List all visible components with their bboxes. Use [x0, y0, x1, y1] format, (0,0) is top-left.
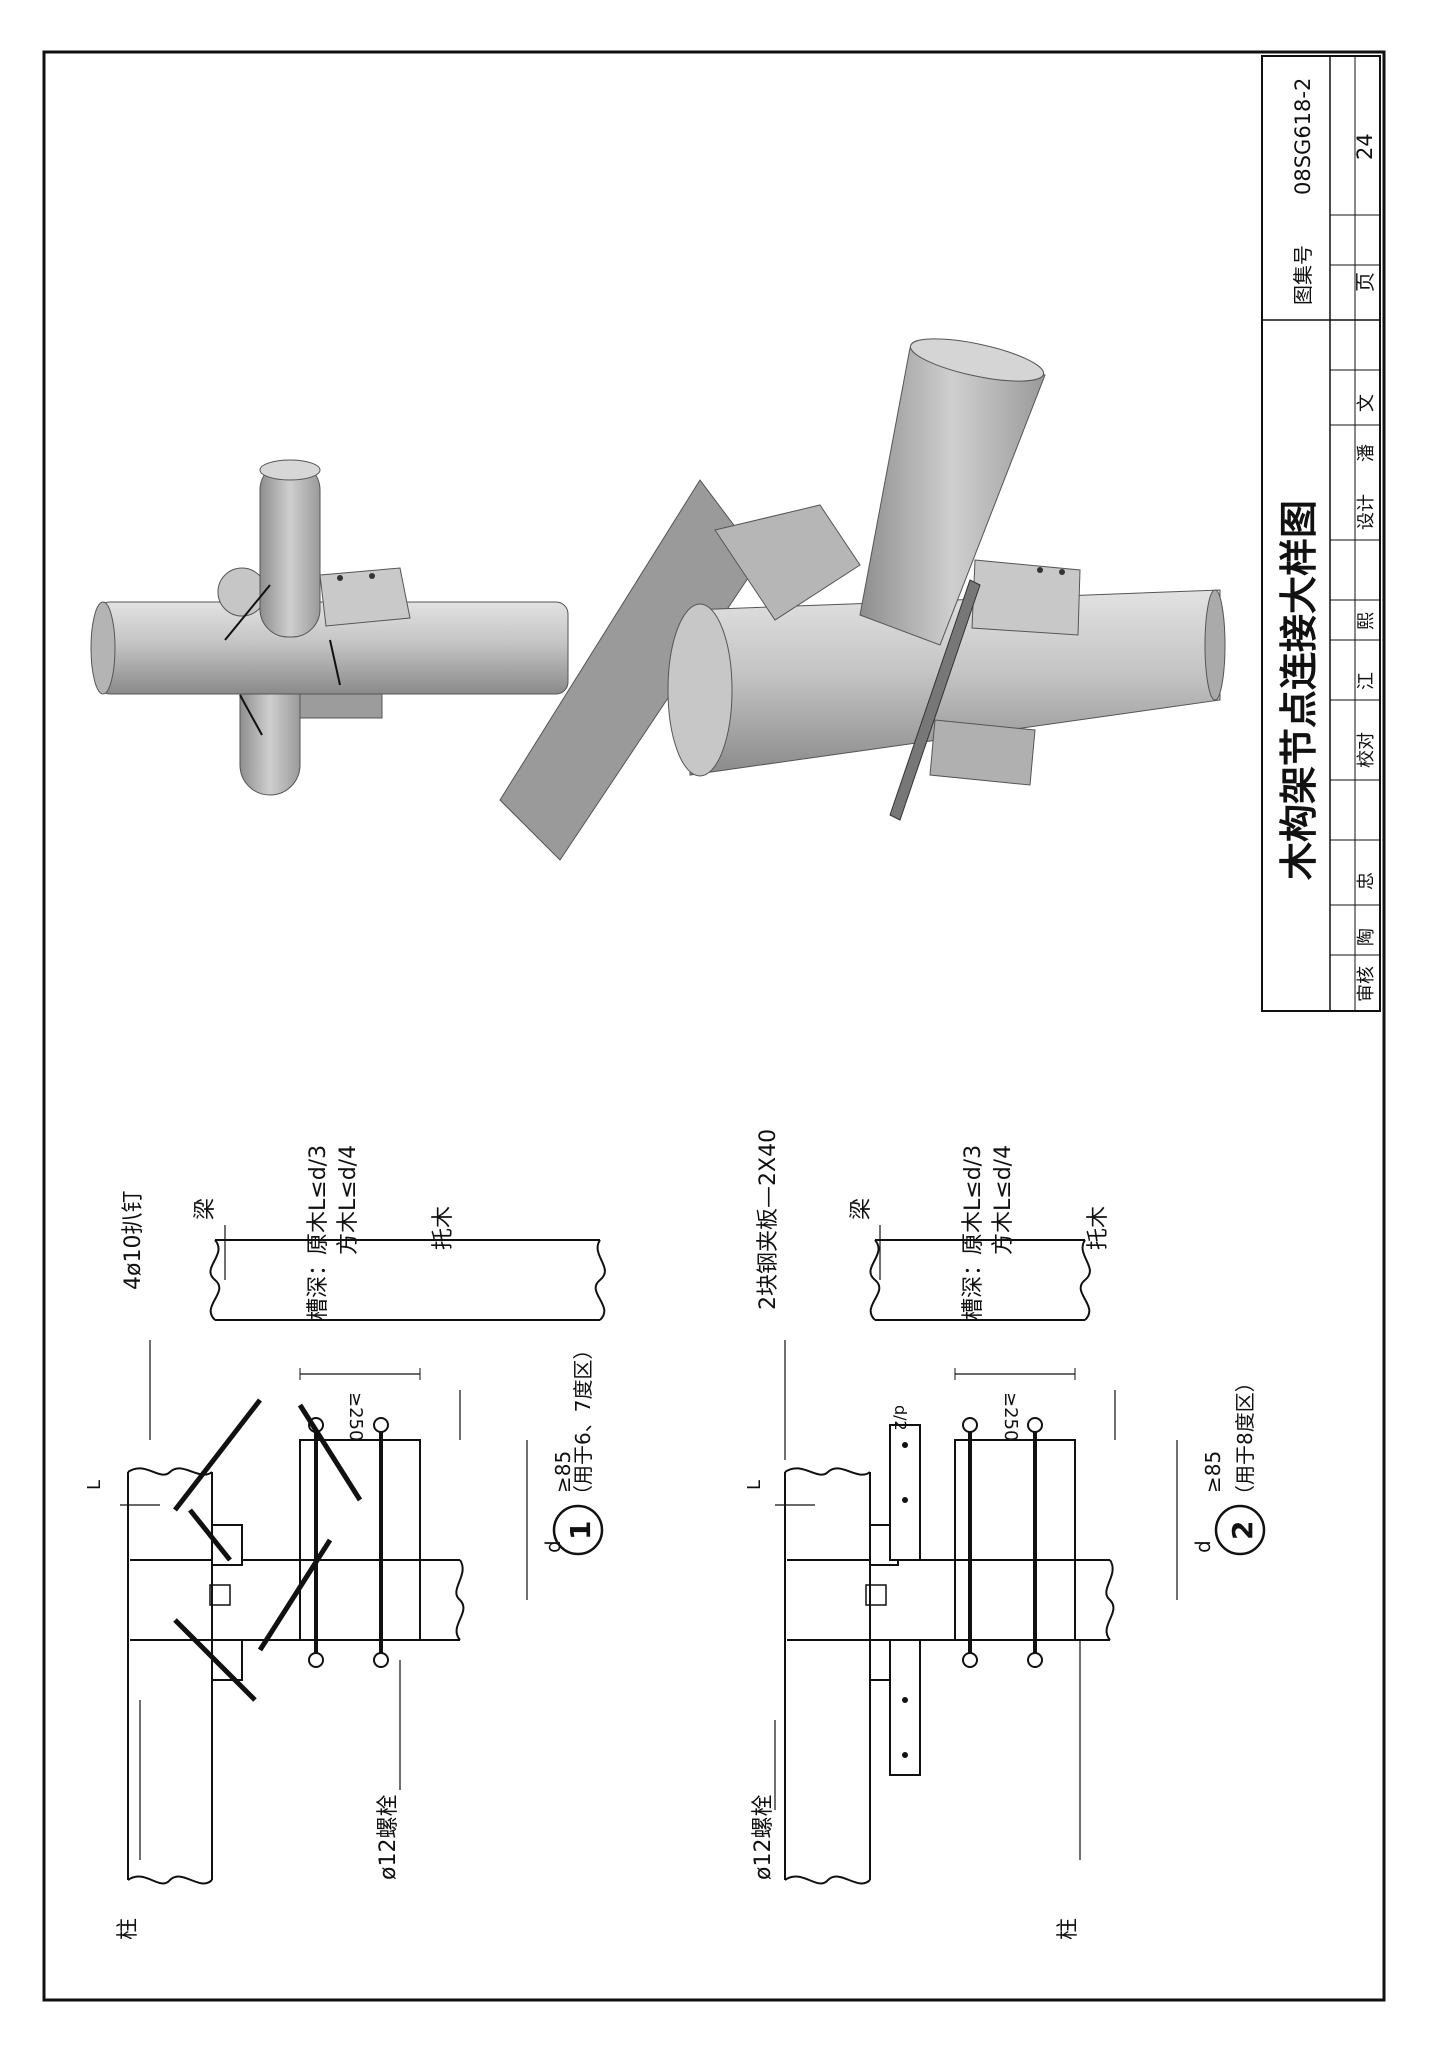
atlas-label: 图集号	[1291, 245, 1315, 305]
d1-label-bracket: 托木	[431, 1206, 456, 1250]
design-name-2: 文	[1356, 394, 1377, 412]
d1-groove-square: 方木L≤d/4	[336, 1145, 361, 1255]
d1-bracket	[299, 1439, 421, 1641]
d2-dim-l: L	[744, 1480, 765, 1490]
d1-column	[127, 1472, 213, 1880]
iso-small-nail-1	[224, 584, 271, 641]
d1-number-circle	[552, 1504, 604, 1556]
iso-view-small	[90, 459, 569, 796]
iso-large-beam-stub	[714, 504, 861, 621]
d1-label-beam: 梁	[193, 1198, 218, 1220]
iso-view-large	[499, 338, 1226, 861]
d2-dim-85: ≥85	[1201, 1451, 1225, 1493]
title-block: 木构架节点连接大样图 图集号 08SG618-2 页 24 审核 陶 忠 校对 …	[1261, 55, 1381, 1012]
detail-1: ≥250 ≥85 d L 4ø10扒钉 梁 槽深： 原木L≤d/3 方木L≤d/…	[84, 1145, 606, 1940]
review-name: 陶	[1356, 928, 1377, 946]
d1-dim-85: ≥85	[551, 1451, 575, 1493]
d2-label-column: 柱	[1056, 1918, 1081, 1940]
d2-bracket	[954, 1439, 1076, 1641]
d2-column	[784, 1472, 871, 1880]
d2-number-circle	[1214, 1504, 1266, 1556]
d1-staple-1	[173, 1398, 262, 1512]
d2-groove-round: 原木L≤d/3	[961, 1145, 986, 1255]
d2-dim-d2: d/2	[891, 1405, 910, 1431]
d2-label-bracket: 托木	[1086, 1206, 1111, 1250]
d1-dim-l: L	[84, 1480, 105, 1490]
d1-number: 1	[564, 1521, 597, 1540]
d1-staple-2	[297, 1403, 363, 1502]
check-name: 江	[1356, 672, 1377, 690]
d2-label-plates: 2块钢夹板—2X40	[756, 1129, 781, 1310]
check-label: 校对	[1356, 732, 1377, 768]
d2-groove-title: 槽深：	[961, 1254, 986, 1320]
d2-beam	[875, 1239, 1085, 1321]
d1-label-bolts: ø12螺栓	[376, 1795, 401, 1880]
d2-label-bolts: ø12螺栓	[751, 1795, 776, 1880]
d1-label-nails: 4ø10扒钉	[121, 1191, 146, 1290]
iso-large-steel-plate	[889, 579, 981, 821]
d1-groove-title: 槽深：	[306, 1254, 331, 1320]
d1-groove-round: 原木L≤d/3	[306, 1145, 331, 1255]
review-label: 审核	[1356, 966, 1377, 1002]
page-number: 24	[1353, 133, 1377, 160]
d1-note: （用于6、7度区）	[571, 1340, 595, 1505]
d2-number: 2	[1226, 1521, 1259, 1540]
d2-label-beam: 梁	[849, 1198, 874, 1220]
d1-label-column: 柱	[116, 1918, 141, 1940]
detail-2: ≥250 ≥85 d L d/2 2块钢夹板—2X40 梁 槽深： 原木L≤d/…	[744, 1129, 1266, 1940]
design-name: 潘	[1356, 444, 1377, 462]
d2-dim-250: ≥250	[1000, 1392, 1021, 1441]
review-sign: 忠	[1356, 872, 1377, 890]
check-name-2: 熙	[1356, 612, 1377, 630]
d2-note: （用于8度区）	[1233, 1372, 1257, 1505]
iso-small-nail-2	[329, 639, 341, 686]
iso-small-beam-stub	[217, 567, 267, 617]
page-label: 页	[1353, 272, 1377, 292]
title-block-frame	[1261, 55, 1381, 1012]
d2-dim-d: d	[1191, 1540, 1215, 1553]
atlas-number: 08SG618-2	[1291, 78, 1315, 195]
iso-small-beam-upper	[259, 461, 321, 638]
d2-groove-square: 方木L≤d/4	[991, 1145, 1016, 1255]
sheet-border	[42, 50, 1386, 2002]
drawing-title: 木构架节点连接大样图	[1277, 500, 1321, 880]
iso-small-bracket	[319, 567, 411, 627]
design-label: 设计	[1356, 494, 1377, 530]
d1-dim-250: ≥250	[345, 1392, 366, 1441]
d1-beam	[215, 1239, 600, 1321]
